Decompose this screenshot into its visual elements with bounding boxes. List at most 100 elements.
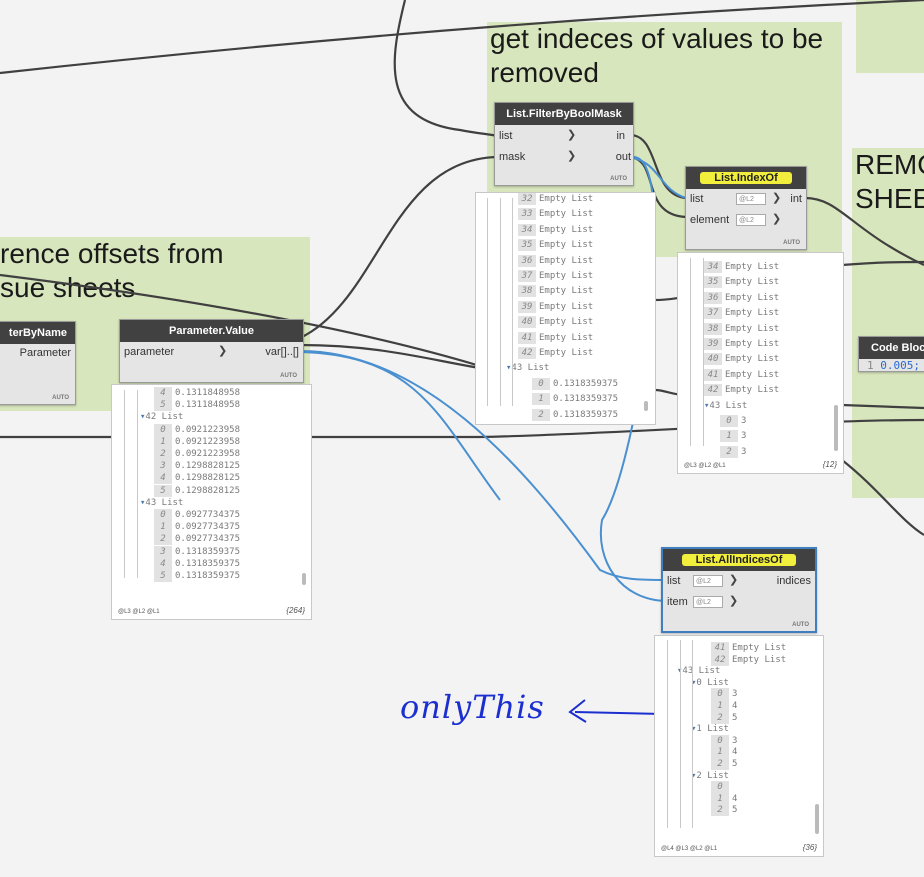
expand-triangle-icon[interactable]: ▾ xyxy=(691,724,697,735)
item-index: 0 xyxy=(711,734,729,747)
list-header-label: 43 List xyxy=(709,400,748,411)
list-header[interactable]: ▾43 List xyxy=(677,665,720,677)
item-value: Empty List xyxy=(539,301,594,312)
level-selector[interactable]: @L2 xyxy=(693,575,723,587)
preview-scrollbar[interactable] xyxy=(834,405,838,451)
item-index: 0 xyxy=(154,423,172,436)
list-header[interactable]: ▾43 List xyxy=(704,400,747,412)
chevron-right-icon: ❯ xyxy=(218,345,228,357)
level-selector[interactable]: @L2 xyxy=(736,214,766,226)
expand-triangle-icon[interactable]: ▾ xyxy=(691,770,697,781)
input-port-element[interactable]: element xyxy=(690,214,729,226)
item-index: 40 xyxy=(704,353,722,366)
output-port-int[interactable]: int xyxy=(790,193,802,205)
list-header[interactable]: ▾1 List xyxy=(691,723,729,735)
item-value: Empty List xyxy=(725,323,780,334)
level-selector[interactable]: @L2 xyxy=(736,193,766,205)
expand-triangle-icon[interactable]: ▾ xyxy=(691,677,697,688)
output-port-in[interactable]: in xyxy=(616,130,625,142)
expand-triangle-icon[interactable]: ▾ xyxy=(140,412,146,423)
item-index: 0 xyxy=(720,415,738,427)
item-index: 2 xyxy=(154,533,172,546)
input-port-list[interactable]: list xyxy=(690,193,703,205)
chevron-right-icon: ❯ xyxy=(772,213,782,225)
code-text[interactable]: 0.005; xyxy=(880,359,920,372)
item-index: 0 xyxy=(154,509,172,521)
item-value: Empty List xyxy=(539,255,594,266)
list-header[interactable]: ▾2 List xyxy=(691,770,729,782)
list-header[interactable]: ▾43 List xyxy=(140,497,183,509)
level-selector[interactable]: @L2 xyxy=(693,596,723,608)
item-index: 42 xyxy=(711,653,729,666)
output-port-parameter[interactable]: Parameter xyxy=(19,347,71,359)
group-top-right[interactable] xyxy=(856,0,924,73)
item-value: Empty List xyxy=(725,308,780,319)
item-value: 0.1298828125 xyxy=(175,461,241,472)
input-port-list[interactable]: list xyxy=(667,575,680,587)
input-port-item[interactable]: item xyxy=(667,596,688,608)
item-index: 42 xyxy=(518,347,536,359)
item-index: 33 xyxy=(518,208,536,221)
item-value: 5 xyxy=(732,712,738,723)
node-list-all-indices-of[interactable]: List.AllIndicesOf list @L2 ❯ item @L2 ❯ … xyxy=(661,547,817,633)
group-remove-sheets[interactable]: REMO SHEET xyxy=(852,148,924,498)
preview-scrollbar[interactable] xyxy=(644,401,648,411)
expand-triangle-icon[interactable]: ▾ xyxy=(506,363,512,374)
expand-triangle-icon[interactable]: ▾ xyxy=(677,666,682,676)
output-port-out[interactable]: out xyxy=(615,151,631,163)
list-item: 0 xyxy=(711,781,732,794)
item-value: 3 xyxy=(741,446,747,457)
chevron-right-icon: ❯ xyxy=(772,192,782,204)
input-port-mask[interactable]: mask xyxy=(499,151,526,163)
expand-triangle-icon[interactable]: ▾ xyxy=(704,400,710,411)
input-port-parameter[interactable]: parameter xyxy=(124,346,174,358)
list-header[interactable]: ▾0 List xyxy=(691,677,729,689)
list-header-label: 2 List xyxy=(696,770,729,781)
list-header[interactable]: ▾43 List xyxy=(506,362,549,374)
chevron-right-icon: ❯ xyxy=(567,129,577,141)
item-index: 34 xyxy=(518,223,536,236)
item-value: 0.0921223958 xyxy=(175,449,241,459)
list-header[interactable]: ▾42 List xyxy=(140,411,183,423)
code-editor[interactable]: 1 0.005; xyxy=(867,359,920,372)
item-value: 3 xyxy=(741,416,747,426)
output-port-var[interactable]: var[]..[] xyxy=(265,346,299,358)
item-value: 0.1298828125 xyxy=(175,485,241,496)
item-value: Empty List xyxy=(725,385,780,396)
node-code-block[interactable]: Code Block 1 0.005; xyxy=(858,336,924,372)
input-port-list[interactable]: list xyxy=(499,130,513,142)
node-list-index-of[interactable]: List.IndexOf list @L2 ❯ element @L2 ❯ in… xyxy=(685,166,807,250)
node-filter-by-name[interactable]: terByName Parameter AUTO xyxy=(0,321,76,405)
output-port-indices[interactable]: indices xyxy=(776,575,811,587)
preview-scrollbar[interactable] xyxy=(815,804,819,834)
item-index: 0 xyxy=(711,781,729,794)
item-index: 37 xyxy=(518,270,536,282)
expand-triangle-icon[interactable]: ▾ xyxy=(140,497,146,508)
node-filter-by-bool-mask[interactable]: List.FilterByBoolMask list ❯ mask ❯ in o… xyxy=(494,102,634,186)
item-value: Empty List xyxy=(725,277,780,288)
node-parameter-value[interactable]: Parameter.Value parameter ❯ var[]..[] AU… xyxy=(119,319,304,383)
preview-scrollbar[interactable] xyxy=(302,573,306,585)
item-value: 0.1311848958 xyxy=(175,400,241,411)
list-header-label: 42 List xyxy=(145,412,184,423)
item-value: 0.1318359375 xyxy=(553,378,619,389)
